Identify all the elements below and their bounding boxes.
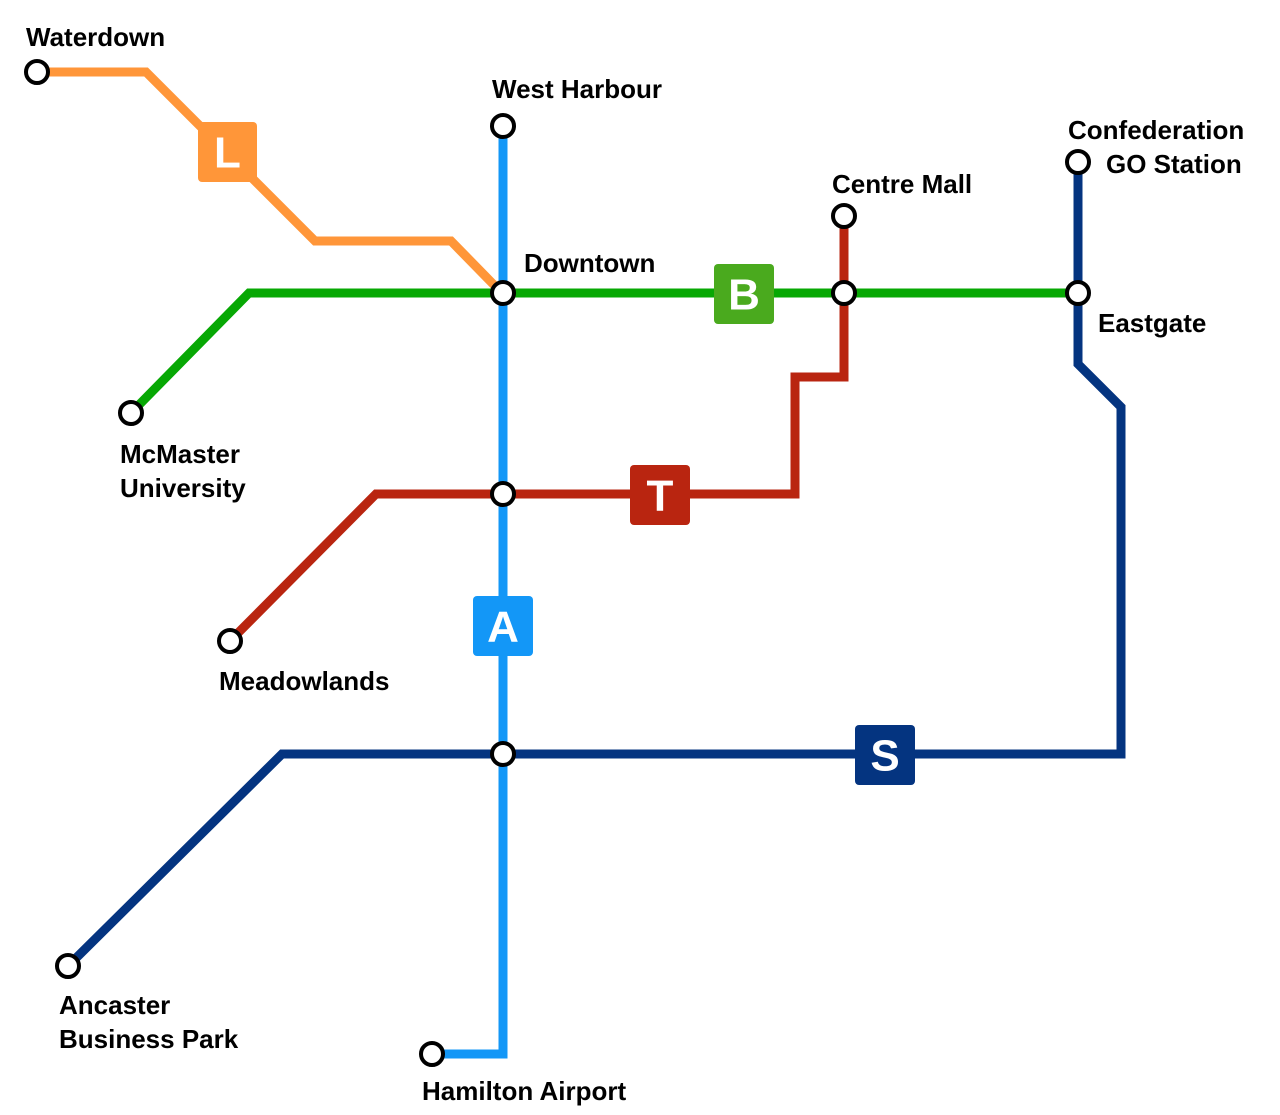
station-hamilton-airport[interactable] bbox=[419, 1041, 445, 1067]
station-centre-mall[interactable] bbox=[831, 203, 857, 229]
label-confederation-line-2: GO Station bbox=[1106, 149, 1242, 179]
station-downtown[interactable] bbox=[490, 280, 516, 306]
station-meadowlands[interactable] bbox=[217, 628, 243, 654]
label-mcmaster: McMaster University bbox=[120, 439, 247, 503]
line-badge-b: B bbox=[714, 264, 774, 324]
station-centre-mall-junction[interactable] bbox=[831, 280, 857, 306]
label-ancaster: Ancaster Business Park bbox=[59, 990, 239, 1054]
label-mcmaster-line-2: University bbox=[120, 473, 246, 503]
label-hamilton-airport-line-1: Hamilton Airport bbox=[422, 1076, 626, 1106]
label-hamilton-airport: Hamilton Airport bbox=[422, 1076, 626, 1106]
label-ancaster-line-1: Ancaster bbox=[59, 990, 170, 1020]
route-line-s bbox=[64, 162, 1126, 970]
label-centre-mall: Centre Mall bbox=[832, 169, 972, 199]
station-mcmaster[interactable] bbox=[118, 400, 144, 426]
label-ancaster-line-2: Business Park bbox=[59, 1024, 239, 1054]
line-badge-b-letter: B bbox=[728, 271, 760, 320]
station-s-junction[interactable] bbox=[490, 741, 516, 767]
label-meadowlands: Meadowlands bbox=[219, 666, 389, 696]
label-downtown-line-1: Downtown bbox=[524, 248, 655, 278]
label-eastgate: Eastgate bbox=[1098, 308, 1206, 338]
station-t-junction[interactable] bbox=[490, 481, 516, 507]
station-eastgate[interactable] bbox=[1065, 280, 1091, 306]
line-badge-a-letter: A bbox=[487, 603, 519, 652]
line-badge-l: L bbox=[198, 122, 257, 182]
label-centre-mall-line-1: Centre Mall bbox=[832, 169, 972, 199]
label-meadowlands-line-1: Meadowlands bbox=[219, 666, 389, 696]
line-badge-t: T bbox=[630, 465, 690, 525]
label-mcmaster-line-1: McMaster bbox=[120, 439, 240, 469]
route-line-a bbox=[432, 126, 508, 1059]
station-confederation[interactable] bbox=[1065, 149, 1091, 175]
station-ancaster[interactable] bbox=[55, 953, 81, 979]
line-badge-a: A bbox=[473, 596, 533, 656]
line-badge-s-letter: S bbox=[870, 732, 899, 781]
label-waterdown: Waterdown bbox=[26, 22, 165, 52]
line-badge-s: S bbox=[855, 725, 915, 785]
label-west-harbour: West Harbour bbox=[492, 74, 662, 104]
label-west-harbour-line-1: West Harbour bbox=[492, 74, 662, 104]
label-downtown: Downtown bbox=[524, 248, 655, 278]
line-badge-t-letter: T bbox=[647, 472, 674, 521]
label-confederation: Confederation GO Station bbox=[1068, 115, 1251, 179]
route-line-t bbox=[226, 216, 849, 645]
label-waterdown-line-1: Waterdown bbox=[26, 22, 165, 52]
route-line-b bbox=[127, 288, 1078, 417]
route-line-l bbox=[37, 67, 499, 290]
station-waterdown[interactable] bbox=[24, 59, 50, 85]
station-west-harbour[interactable] bbox=[490, 113, 516, 139]
label-confederation-line-1: Confederation bbox=[1068, 115, 1244, 145]
label-eastgate-line-1: Eastgate bbox=[1098, 308, 1206, 338]
line-badge-l-letter: L bbox=[214, 129, 241, 178]
